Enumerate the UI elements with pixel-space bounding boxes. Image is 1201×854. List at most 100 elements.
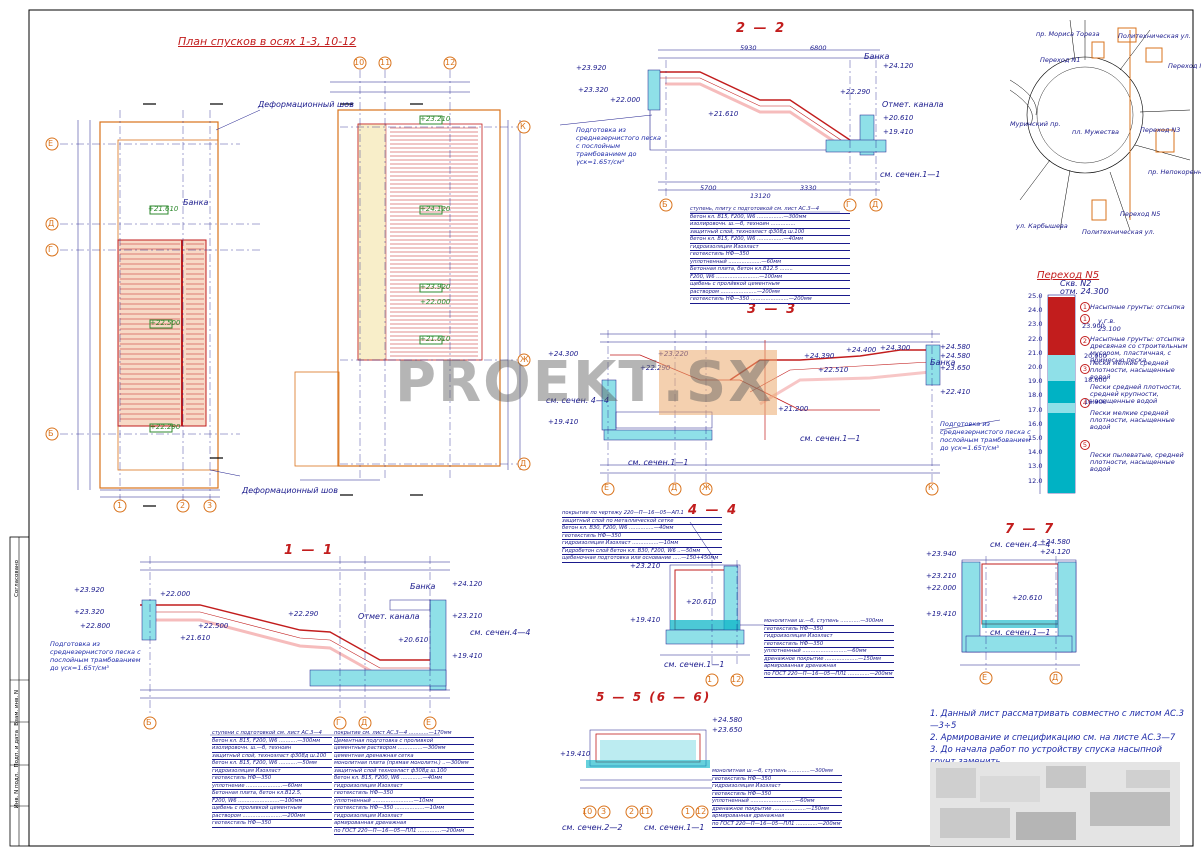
map-label: пр. Мориса Тореза xyxy=(1036,30,1100,38)
plan-axis-B: Б xyxy=(48,429,54,438)
section-1-1-title: 1 — 1 xyxy=(284,543,335,558)
s44-layer: гидроизоляция Изоэласт xyxy=(764,633,894,641)
s77-mark: +19.410 xyxy=(926,610,957,618)
s22-dim: 6800 xyxy=(810,44,827,52)
s11-layer: Бетонная плита, бетон кл.В12.5, xyxy=(212,790,332,798)
perehod-title: Переход N5 xyxy=(1037,270,1100,281)
s22-layer: бетон кл. В15, F200, W6 ................… xyxy=(690,214,850,221)
s33-mark: +24.300 xyxy=(548,350,579,358)
map-label: Переход N5 xyxy=(1120,210,1161,218)
s77-axis: Е xyxy=(982,673,988,682)
perehod-layer-desc: Насыпные грунты: отсыпка xyxy=(1090,303,1185,311)
perehod-layer-desc: у.г.в. xyxy=(1098,317,1116,325)
s55-layer: уплотненный ...........................—… xyxy=(712,798,842,806)
s22-mark: +24.120 xyxy=(883,62,914,70)
stamp-label: Согласовано xyxy=(14,560,20,597)
s11-layer: бетон кл. В15, F200, W6 ...........—300м… xyxy=(212,738,332,745)
perehod-layer-num: 2 xyxy=(1080,336,1090,346)
s55-layer: гидроизоляция Изоэласт xyxy=(712,783,842,791)
s11-layer: бетон кл. В15, F200, W6 .............—40… xyxy=(334,775,474,783)
s44-mark: +23.210 xyxy=(630,562,661,570)
map-label: пл. Мужества xyxy=(1072,128,1120,136)
s22-dim: 3330 xyxy=(800,184,817,192)
plan-mark: +22.000 xyxy=(420,298,451,306)
s11-channel: Отмет. канала xyxy=(358,612,420,621)
plan-axis-D: Д xyxy=(48,219,55,228)
plan-axis-G: Г xyxy=(48,245,53,254)
s11-layer: изолировочн. ш.—б, техноин xyxy=(212,745,332,753)
plan-axis-E: Е xyxy=(48,139,54,148)
s22-mark: +21.610 xyxy=(708,110,739,118)
plan-deform-joint-bottom: Деформационный шов xyxy=(242,486,338,495)
s44-top-layer: гидроизоляция Изоэласт ................—… xyxy=(562,540,722,548)
section-5-5 xyxy=(580,729,712,819)
map-label: Политехническая ул. xyxy=(1082,228,1155,236)
s11-mark: +22.800 xyxy=(80,622,111,630)
s22-layer: щебень с пролйвкой цементным xyxy=(690,281,850,289)
sheet-frame xyxy=(28,9,1194,847)
s33-axis: Е xyxy=(604,483,610,492)
s11-bank: Банка xyxy=(410,582,436,591)
s33-mark: +22.410 xyxy=(940,388,971,396)
s11-mark: +23.920 xyxy=(74,586,105,594)
perehod-layer-desc: Пески пылеватые, средней плотности, насы… xyxy=(1090,451,1184,473)
perehod-layer-num: 3 xyxy=(1080,364,1090,374)
s33-mark: +24.580 xyxy=(940,343,971,351)
s77-mark: +24.580 xyxy=(1040,538,1071,546)
s55-layer: армированная дренажная xyxy=(712,813,842,821)
s44-layer: уплотненный ...........................—… xyxy=(764,648,894,656)
perehod-scale-tick: 20.0 xyxy=(1028,363,1043,371)
map-label: Муринский пр. xyxy=(1010,120,1061,128)
s22-axis: Б xyxy=(662,200,668,209)
perehod-scale-tick: 21.0 xyxy=(1028,348,1043,357)
perehod-depth: 18.600 xyxy=(1084,376,1107,384)
perehod-scale-tick: 18.0 xyxy=(1028,391,1043,400)
s33-mark: +22.510 xyxy=(818,366,849,374)
s11-mark: +23.210 xyxy=(452,612,483,620)
s11-ref: см. сечен.4—4 xyxy=(470,628,531,637)
s11-mark: +22.290 xyxy=(288,610,319,618)
plan-axis-11: 11 xyxy=(380,58,391,67)
s11-layer: монолитная плита (прямая монолитн.) ..—3… xyxy=(334,760,474,768)
s55-axis: 1 xyxy=(685,807,691,816)
s11-layer: покрытие см. лист АС.3—4 ............—17… xyxy=(334,730,474,738)
s22-layer: геотекстиль НФ—350 .....................… xyxy=(690,296,850,304)
perehod-layer-desc: Пески средней плотности, средней крупнос… xyxy=(1090,383,1182,405)
s55-ref: см. сечен.2—2 xyxy=(562,823,623,832)
s44-layer: геотекстиль НФ—350 xyxy=(764,641,894,648)
plan-mark: +22.500 xyxy=(150,319,181,327)
s11-layer: ступени с подготовкой см. лист АС.3—4 xyxy=(212,730,332,738)
map-label: Переход N1 xyxy=(1040,56,1081,64)
s33-note: Подготовка из среднезернистого песка с п… xyxy=(940,420,1031,452)
s33-ref: см. сечен.1—1 xyxy=(628,458,689,467)
s22-dim: 13120 xyxy=(750,192,771,200)
plan-mark: +24.120 xyxy=(420,205,451,213)
s11-mark: +22.500 xyxy=(198,622,229,630)
perehod-layer-num: 4 xyxy=(1080,398,1090,408)
s22-ref: см. сечен.1—1 xyxy=(880,170,941,179)
s22-bank: Банка xyxy=(864,52,890,61)
s11-layer: раствором ........................—200мм xyxy=(212,813,332,820)
s44-layer: по ГОСТ 220—П—16—05—ПЛ1 .............—20… xyxy=(764,670,894,678)
perehod-alt: отм. 24.300 xyxy=(1060,287,1109,296)
s22-layer: изолировочн. ш.—б, техноин .............… xyxy=(690,221,850,229)
s33-axis: К xyxy=(928,483,934,492)
s44-top-layer: щебеночная подготовка или основание ....… xyxy=(562,555,722,563)
s44-layer: монолитная ш.—б, ступень ............—30… xyxy=(764,618,894,626)
s11-layer: по ГОСТ 220—П—16—05—ПЛ1 ..............—2… xyxy=(334,828,474,835)
plan-mark: +23.920 xyxy=(420,283,451,291)
s44-layer: геотекстиль НФ—350 xyxy=(764,626,894,633)
section-3-3-title: 3 — 3 xyxy=(747,302,798,317)
s33-mark: +22.290 xyxy=(640,364,671,372)
watermark-text: PROEKT xyxy=(395,350,659,415)
s22-note: Подготовка из среднезернистого песка с п… xyxy=(576,126,662,166)
perehod-scale-tick: 15.0 xyxy=(1028,434,1043,442)
s11-axis: Е xyxy=(426,718,432,727)
s77-mark: +23.940 xyxy=(926,550,957,558)
plan-mark: +23.210 xyxy=(420,115,451,123)
s33-mark: +23.650 xyxy=(940,364,971,372)
perehod-scale-tick: 17.0 xyxy=(1028,405,1043,414)
